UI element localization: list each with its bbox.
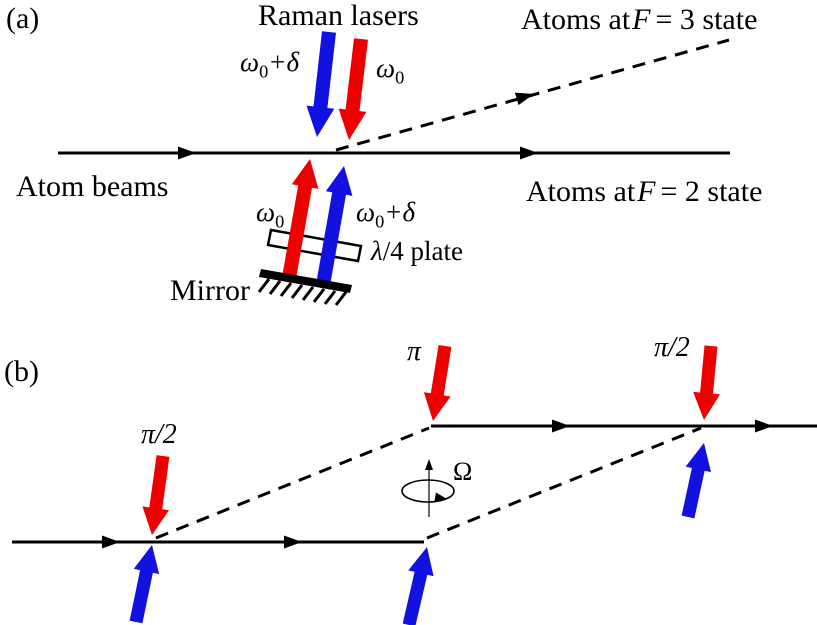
f-symbol: F (632, 3, 651, 36)
pulse1-red-down-arrow-icon (142, 455, 170, 535)
panel-b-tag: (b) (4, 355, 39, 388)
quarter-wave-plate-label: λ/4 plate (371, 236, 463, 266)
dashed-path-left (155, 426, 430, 540)
atoms-f3-state-label: Atoms atF= 3 state (521, 5, 757, 35)
mirror-hatching (257, 278, 348, 306)
mirror-surface (259, 269, 352, 293)
atoms-f2-pre: Atoms at (526, 175, 636, 208)
atoms-f3-post: = 3 state (655, 3, 758, 36)
laser-down-blue-arrow-icon (306, 31, 336, 138)
beam-direction-arrowhead (178, 146, 196, 160)
omega0-plus-delta-bottom-label: ω0+δ (356, 197, 416, 232)
rotation-axis-arrowhead (425, 459, 433, 470)
rotation-ellipse-arrowhead (434, 492, 447, 502)
pulse2-blue-up-arrow-icon (402, 547, 434, 625)
panel-a-tag: (a) (6, 2, 40, 35)
atoms-f2-post: = 2 state (660, 175, 763, 208)
upper-path-arrowhead (552, 419, 570, 433)
atom-beams-label: Atom beams (16, 170, 169, 203)
pi-pulse2-label: π (407, 336, 422, 367)
beam-direction-arrowhead (520, 146, 538, 160)
pulse3-red-down-arrow-icon (693, 345, 720, 420)
pi-half-pulse3-label: π/2 (654, 332, 690, 363)
upper-path-arrowhead (755, 419, 773, 433)
laser-up-red-arrow-icon (282, 159, 319, 280)
rotation-rate-label: Ω (453, 457, 473, 486)
dashed-path-right (426, 426, 702, 540)
laser-up-blue-arrow-icon (316, 166, 353, 287)
pulse1-blue-up-arrow-icon (129, 545, 160, 624)
raman-lasers-label: Raman lasers (258, 0, 419, 32)
lower-path-arrowhead (284, 535, 302, 549)
rotation-axis-symbol (401, 459, 455, 517)
pulse3-blue-up-arrow-icon (681, 443, 711, 519)
lower-path-arrowhead (102, 535, 120, 549)
pi-half-pulse1-label: π/2 (141, 419, 177, 450)
mirror-label: Mirror (170, 274, 250, 307)
atoms-f2-state-label: Atoms atF= 2 state (526, 177, 762, 207)
pulse2-red-down-arrow-icon (423, 345, 452, 421)
laser-down-red-arrow-icon (338, 38, 368, 141)
omega0-plus-delta-top-label: ω0+δ (240, 47, 300, 82)
dashed-beam-arrowhead (514, 92, 534, 106)
omega0-top-label: ω0 (376, 53, 405, 88)
quarter-wave-plate (266, 228, 363, 263)
atoms-f3-pre: Atoms at (521, 3, 631, 36)
omega0-bottom-label: ω0 (256, 197, 285, 232)
f-symbol: F (637, 175, 656, 208)
